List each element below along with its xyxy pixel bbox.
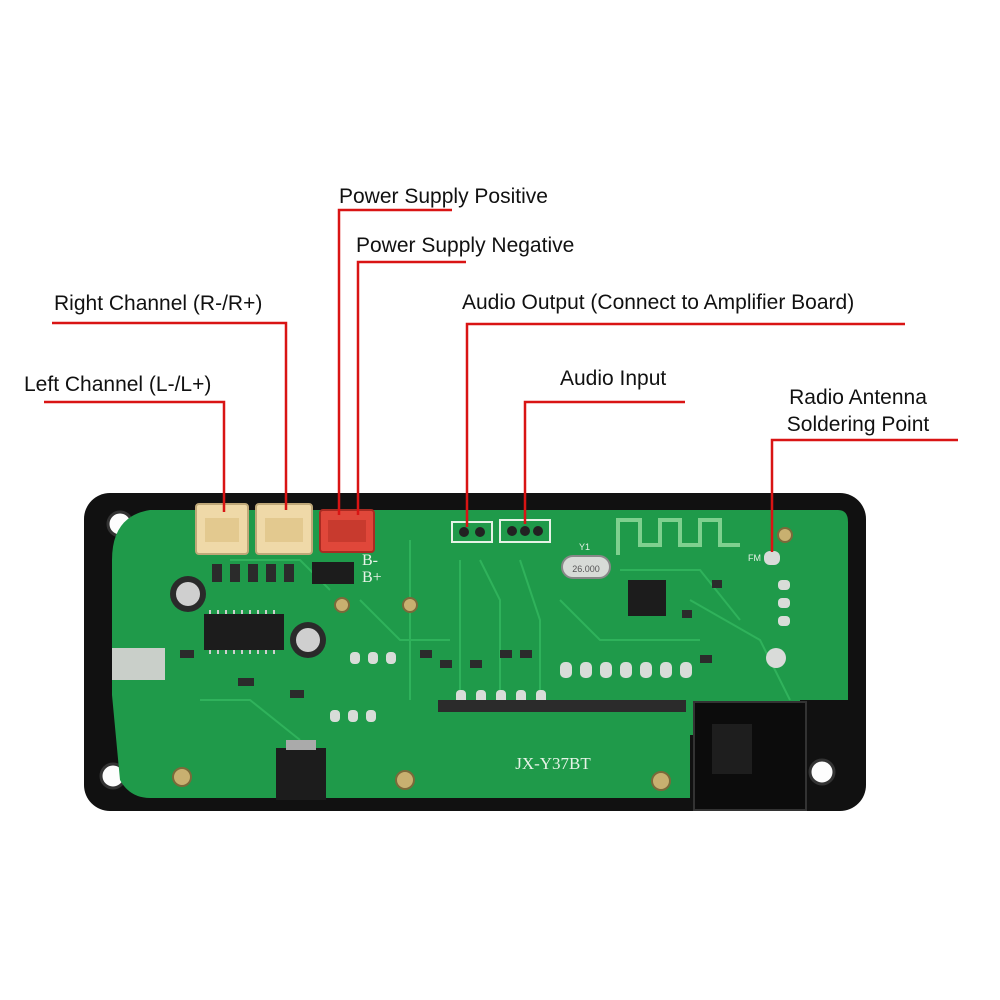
bluetooth-chip — [628, 580, 666, 616]
label-right-channel: Right Channel (R-/R+) — [54, 292, 263, 315]
display-header-pads — [560, 662, 692, 678]
label-audio-output: Audio Output (Connect to Amplifier Board… — [462, 291, 855, 314]
leader-left-channel — [44, 400, 226, 512]
leader-power-negative — [356, 260, 466, 515]
b-minus-label: B- — [362, 552, 378, 569]
leader-lines — [44, 208, 958, 552]
board-model-label: JX-Y37BT — [515, 754, 591, 773]
leader-power-positive — [337, 208, 452, 515]
audio-output-pads — [451, 521, 493, 543]
mount-hole-bottom-right — [808, 758, 836, 786]
b-plus-label: B+ — [362, 569, 382, 586]
label-radio-antenna-line2: Soldering Point — [786, 413, 930, 437]
leader-radio-antenna — [770, 438, 958, 552]
leader-audio-output — [465, 322, 905, 527]
label-audio-input: Audio Input — [560, 367, 667, 390]
crystal-label: 26.000 — [572, 564, 600, 574]
label-radio-antenna-line1: Radio Antenna — [789, 386, 927, 409]
y1-label: Y1 — [579, 542, 590, 552]
label-radio-antenna: Radio Antenna Soldering Point — [770, 384, 946, 439]
leader-right-channel — [52, 321, 288, 510]
voltage-regulator — [276, 748, 326, 800]
screws — [172, 527, 793, 791]
amplifier-chip — [204, 614, 284, 650]
fm-label: FM — [748, 553, 761, 563]
antenna-solder-point — [764, 551, 780, 565]
solder-pad-large — [112, 648, 165, 680]
crystal-oscillator — [561, 555, 611, 579]
regulator-chip — [312, 562, 354, 584]
label-power-positive: Power Supply Positive — [339, 185, 548, 208]
bt-antenna-trace — [616, 518, 740, 555]
leader-audio-input — [523, 400, 685, 524]
label-power-negative: Power Supply Negative — [356, 234, 575, 257]
label-left-channel: Left Channel (L-/L+) — [24, 373, 212, 396]
sd-card-slot — [438, 700, 686, 712]
